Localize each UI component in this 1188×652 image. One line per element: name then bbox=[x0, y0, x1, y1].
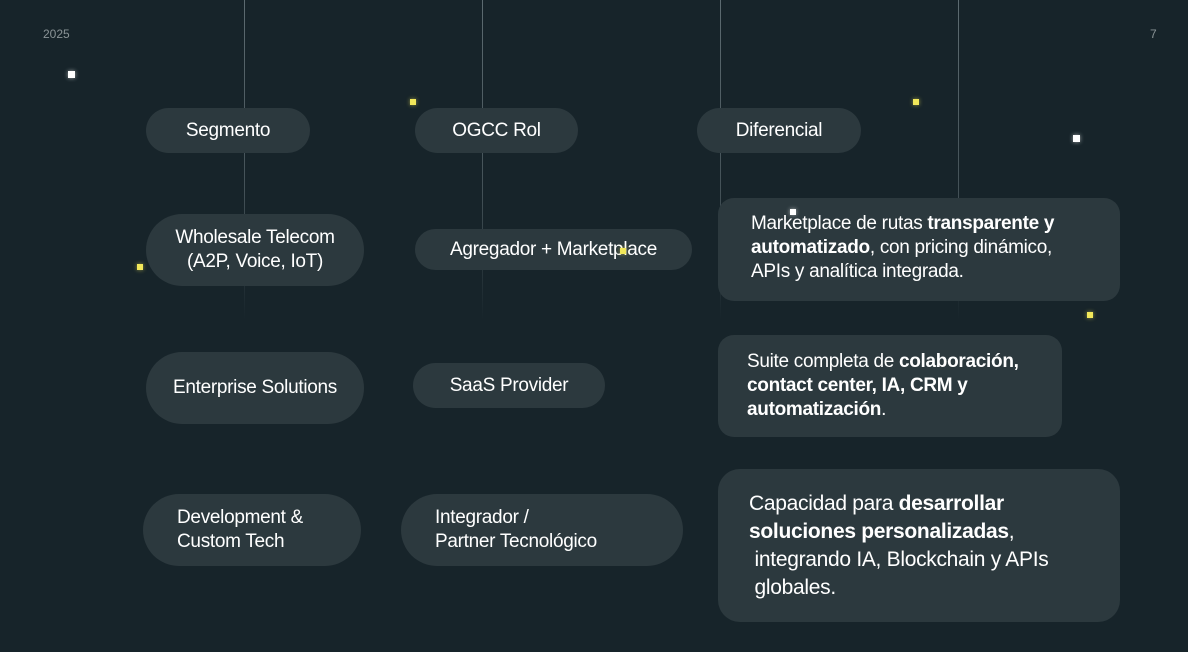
sparkle-dot-icon bbox=[410, 99, 416, 105]
segment-line: Development & bbox=[177, 507, 304, 528]
differential-card: Suite completa de colaboración, contact … bbox=[718, 335, 1062, 437]
role-line: Partner Tecnológico bbox=[435, 531, 597, 552]
differential-line: contact center, IA, CRM y bbox=[747, 375, 968, 396]
sparkle-dot-icon bbox=[913, 99, 919, 105]
column-header-label: Segmento bbox=[185, 119, 271, 141]
differential-card: Marketplace de rutas transparente y auto… bbox=[718, 198, 1120, 301]
column-header-differential: Diferencial bbox=[697, 108, 861, 153]
decorative-line bbox=[482, 0, 483, 320]
role-cell: Integrador / Partner Tecnológico bbox=[401, 494, 683, 566]
segment-line: Wholesale Telecom bbox=[175, 227, 335, 248]
sparkle-dot-icon bbox=[1087, 312, 1093, 318]
segment-line: Enterprise Solutions bbox=[172, 377, 338, 398]
column-header-role: OGCC Rol bbox=[415, 108, 578, 153]
year-label: 2025 bbox=[43, 27, 70, 41]
differential-line: automatizado, con pricing dinámico, bbox=[751, 237, 1052, 258]
differential-line: integrando IA, Blockchain y APIs bbox=[749, 548, 1049, 571]
differential-line: soluciones personalizadas, bbox=[749, 520, 1015, 543]
column-header-segment: Segmento bbox=[146, 108, 310, 153]
sparkle-dot-icon bbox=[137, 264, 143, 270]
role-line: Integrador / bbox=[435, 507, 529, 528]
column-header-label: OGCC Rol bbox=[452, 119, 541, 141]
differential-card: Capacidad para desarrollar soluciones pe… bbox=[718, 469, 1120, 622]
differential-line: automatización. bbox=[747, 399, 887, 420]
segment-cell: Enterprise Solutions bbox=[146, 352, 364, 424]
sparkle-dot-icon bbox=[790, 209, 796, 215]
segment-cell: Wholesale Telecom (A2P, Voice, IoT) bbox=[146, 214, 364, 286]
differential-line: APIs y analítica integrada. bbox=[751, 261, 964, 282]
sparkle-dot-icon bbox=[68, 71, 75, 78]
role-line: Agregador + Marketplace bbox=[450, 238, 657, 260]
decorative-line bbox=[244, 0, 245, 320]
differential-line: globales. bbox=[749, 576, 837, 599]
role-cell: SaaS Provider bbox=[413, 363, 605, 408]
column-header-label: Diferencial bbox=[735, 119, 823, 141]
decorative-line bbox=[720, 0, 721, 320]
decorative-line bbox=[958, 0, 959, 320]
page-number: 7 bbox=[1150, 27, 1157, 41]
differential-line: Marketplace de rutas transparente y bbox=[751, 213, 1055, 234]
sparkle-dot-icon bbox=[620, 248, 626, 254]
sparkle-dot-icon bbox=[1073, 135, 1080, 142]
role-line: SaaS Provider bbox=[449, 374, 569, 396]
role-cell: Agregador + Marketplace bbox=[415, 229, 692, 270]
segment-line: Custom Tech bbox=[177, 531, 285, 552]
differential-line: Suite completa de colaboración, bbox=[747, 351, 1019, 372]
segment-cell: Development & Custom Tech bbox=[143, 494, 361, 566]
segment-line: (A2P, Voice, IoT) bbox=[186, 251, 324, 272]
differential-line: Capacidad para desarrollar bbox=[749, 492, 1004, 515]
